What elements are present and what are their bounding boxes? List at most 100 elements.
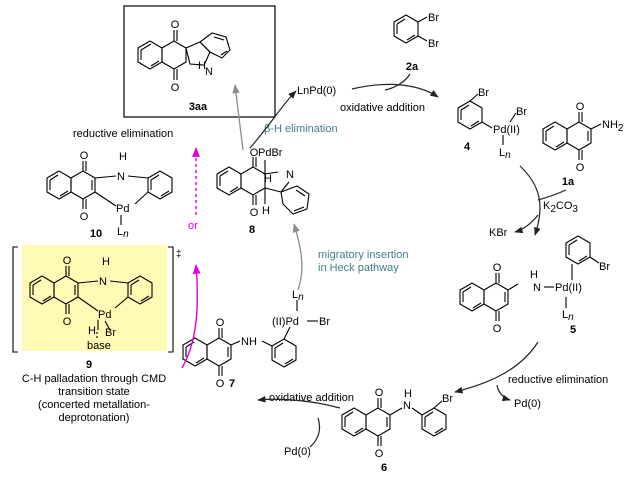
8-label: 8 [249,224,255,236]
10-label: 10 [90,228,102,240]
3aa-o-top: O [171,19,180,31]
caption-line-4: deprotonation) [59,412,130,424]
7-ln: Ln [292,289,304,303]
caption-line-1: C-H palladation through CMD [22,373,166,385]
compound-2a: Br Br 2a [393,12,439,73]
2a-br-top: Br [428,12,439,24]
9-n: N [99,276,107,288]
10-h: H [119,151,127,163]
7-br: Br [319,316,330,328]
3aa-h: H [198,60,206,72]
8-o-bottom: O [250,207,259,219]
8-o-top: O [250,147,259,159]
step-migratory-insertion-line-2: in Heck pathway [318,262,399,274]
6-label: 6 [381,462,387,474]
compound-1a: O O NH2 1a [542,101,624,188]
10-o-top: O [80,150,89,162]
step-reductive-elimination-1: reductive elimination [508,374,608,386]
5-label: 5 [570,324,576,336]
lnpd0-reagent: LnPd(0) [297,85,336,97]
5-br: Br [599,261,610,273]
9-o-bottom: O [63,316,72,328]
4-pd: Pd(II) [493,124,520,136]
8-pdbr: PdBr [258,147,283,159]
3aa-o-bottom: O [171,82,180,94]
6-br: Br [442,393,453,405]
10-n: N [117,171,125,183]
1a-nh2: NH2 [602,119,624,134]
arrow-lnpd-to-4 [351,83,439,98]
8-n: N [286,169,294,181]
10-o-bottom: O [80,211,89,223]
compound-4: Br Br Pd(II) Ln 4 [457,87,527,161]
6-o-bottom: O [375,448,384,460]
2a-br-bottom: Br [428,38,439,50]
arrow-kbr-out [514,214,539,234]
8-h-bottom: H [262,205,270,217]
4-br-pd: Br [516,106,527,118]
9-pd: Pd [98,309,111,321]
compound-5: O O H N Pd(II) Br Ln 5 [459,235,610,336]
cmd-caption: C-H palladation through CMD transition s… [22,373,166,424]
step-beta-h-elimination: β-H elimination [264,123,338,135]
step-oxidative-addition-2: oxidative addition [269,392,354,404]
6-h: H [404,388,412,400]
product-box [123,5,276,118]
9-base: base [87,340,111,352]
arrow-4-to-5 [519,165,541,236]
4-ln: Ln [499,147,511,161]
compound-9: ‡ O O H N Pd H Br base 9 [12,245,182,371]
arrow-1a-join [537,189,567,201]
compound-8: O O PdBr H N H 8 [216,147,310,236]
or-label: or [188,220,198,232]
arrow-7-to-9 [181,264,201,369]
9-h2: H [88,325,96,337]
pd0-byproduct-a: Pd(0) [514,398,541,410]
arrow-8-to-lnpd [249,90,297,149]
arrow-10-to-3aa [232,84,244,151]
step-migratory-insertion-line-1: migratory insertion [318,249,408,261]
9-dagger: ‡ [176,249,182,260]
4-br-ring: Br [478,87,489,99]
7-o-top: O [216,317,225,329]
1a-label: 1a [562,176,575,188]
1a-o-bottom: O [576,162,585,174]
pd0-reagent-b: Pd(0) [284,446,311,458]
step-oxidative-addition-1: oxidative addition [340,102,425,114]
5-o-bottom: O [493,323,502,335]
compound-10: O O H N Pd Ln 10 [46,150,173,240]
9-o-top: O [63,255,72,267]
arrow-2a-join [384,73,411,91]
compound-3aa: O O H N 3aa [123,5,276,118]
3aa-label: 3aa [189,101,208,113]
9-br: Br [105,327,116,339]
5-n: N [533,282,541,294]
9-label: 9 [86,359,92,371]
8-h-top: H [264,173,272,185]
compound-6: O O H N Br 6 [341,387,453,474]
1a-o-top: O [576,101,585,113]
arrow-7-to-8 [292,223,303,291]
2a-label: 2a [406,61,419,73]
7-o-bottom: O [216,378,225,390]
5-ln: Ln [562,309,574,323]
10-ln: Ln [117,226,129,240]
10-pd: Pd [116,203,129,215]
5-h: H [530,269,538,281]
caption-line-3: (concerted metallation- [38,399,150,411]
7-label: 7 [229,378,235,390]
7-nh: NH [241,336,257,348]
kbr-byproduct: KBr [489,227,508,239]
k2co3-reagent: K2CO3 [543,200,578,215]
7-pd: (II)Pd [272,316,299,328]
arrow-6-to-7 [257,395,341,409]
3aa-n: N [205,66,213,78]
6-o-top: O [375,387,384,399]
arrow-5-to-6 [454,341,539,394]
9-h: H [102,256,110,268]
caption-line-2: transition state [58,386,130,398]
5-pd: Pd(II) [555,282,582,294]
compound-7: O O NH (II)Pd Br Ln 7 [182,289,330,390]
arrow-pd0-in-b [309,417,321,448]
